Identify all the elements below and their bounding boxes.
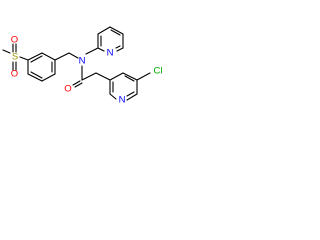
- atom-nitrogen-amide: N: [79, 56, 86, 67]
- atom-sulfur: S: [12, 52, 18, 63]
- molecule-structure: O S O N N O Cl N: [2, 26, 163, 106]
- atom-labels: O S O N N O Cl N: [11, 35, 163, 106]
- atom-chlorine: Cl: [154, 66, 163, 77]
- atom-oxygen-bottom: O: [11, 69, 18, 80]
- atom-nitrogen-nicotinoyl: N: [119, 95, 126, 106]
- bond-lines: [2, 26, 151, 101]
- atom-oxygen-carbonyl: O: [64, 84, 71, 95]
- atom-nitrogen-pyridyl: N: [107, 48, 114, 59]
- atom-oxygen-top: O: [11, 35, 18, 46]
